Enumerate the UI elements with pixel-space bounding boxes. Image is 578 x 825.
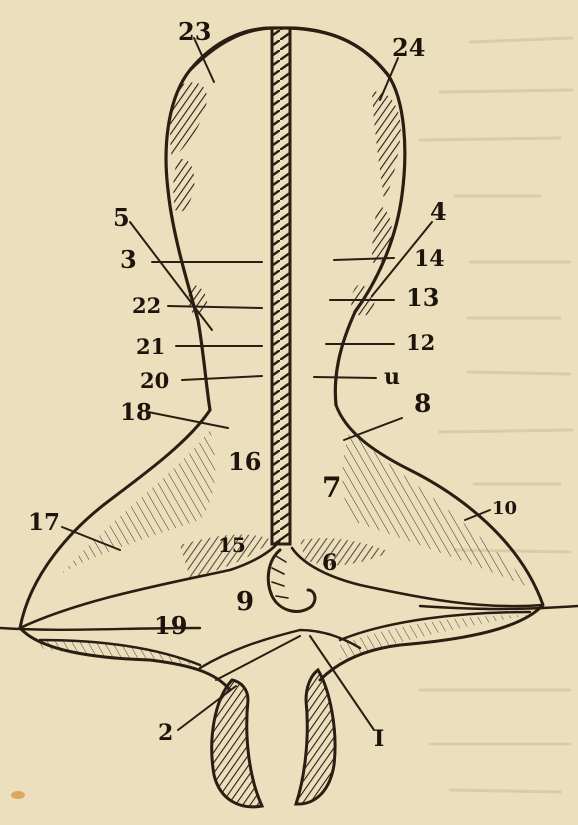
label-8: 8 — [414, 389, 431, 418]
label-11: u — [384, 364, 400, 390]
label-4: 4 — [430, 197, 447, 226]
label-7: 7 — [322, 471, 341, 504]
label-1: I — [374, 726, 384, 752]
label-20: 20 — [140, 368, 169, 393]
label-9: 9 — [236, 587, 254, 617]
label-10: 10 — [492, 498, 517, 519]
label-6: 6 — [322, 550, 337, 576]
paper-stain — [11, 791, 25, 799]
label-3: 3 — [120, 245, 137, 274]
label-22: 22 — [132, 293, 161, 318]
label-18: 18 — [120, 399, 152, 426]
label-17: 17 — [28, 509, 60, 536]
label-2: 2 — [158, 720, 173, 746]
label-23: 23 — [178, 17, 211, 46]
label-13: 13 — [406, 283, 439, 312]
label-19: 19 — [154, 611, 187, 640]
central-cord — [272, 28, 290, 544]
label-14: 14 — [414, 246, 445, 272]
label-16: 16 — [228, 447, 261, 476]
label-15: 15 — [218, 533, 246, 557]
label-5: 5 — [113, 203, 130, 232]
label-21: 21 — [136, 334, 165, 359]
label-12: 12 — [406, 330, 435, 355]
label-24: 24 — [392, 33, 425, 62]
